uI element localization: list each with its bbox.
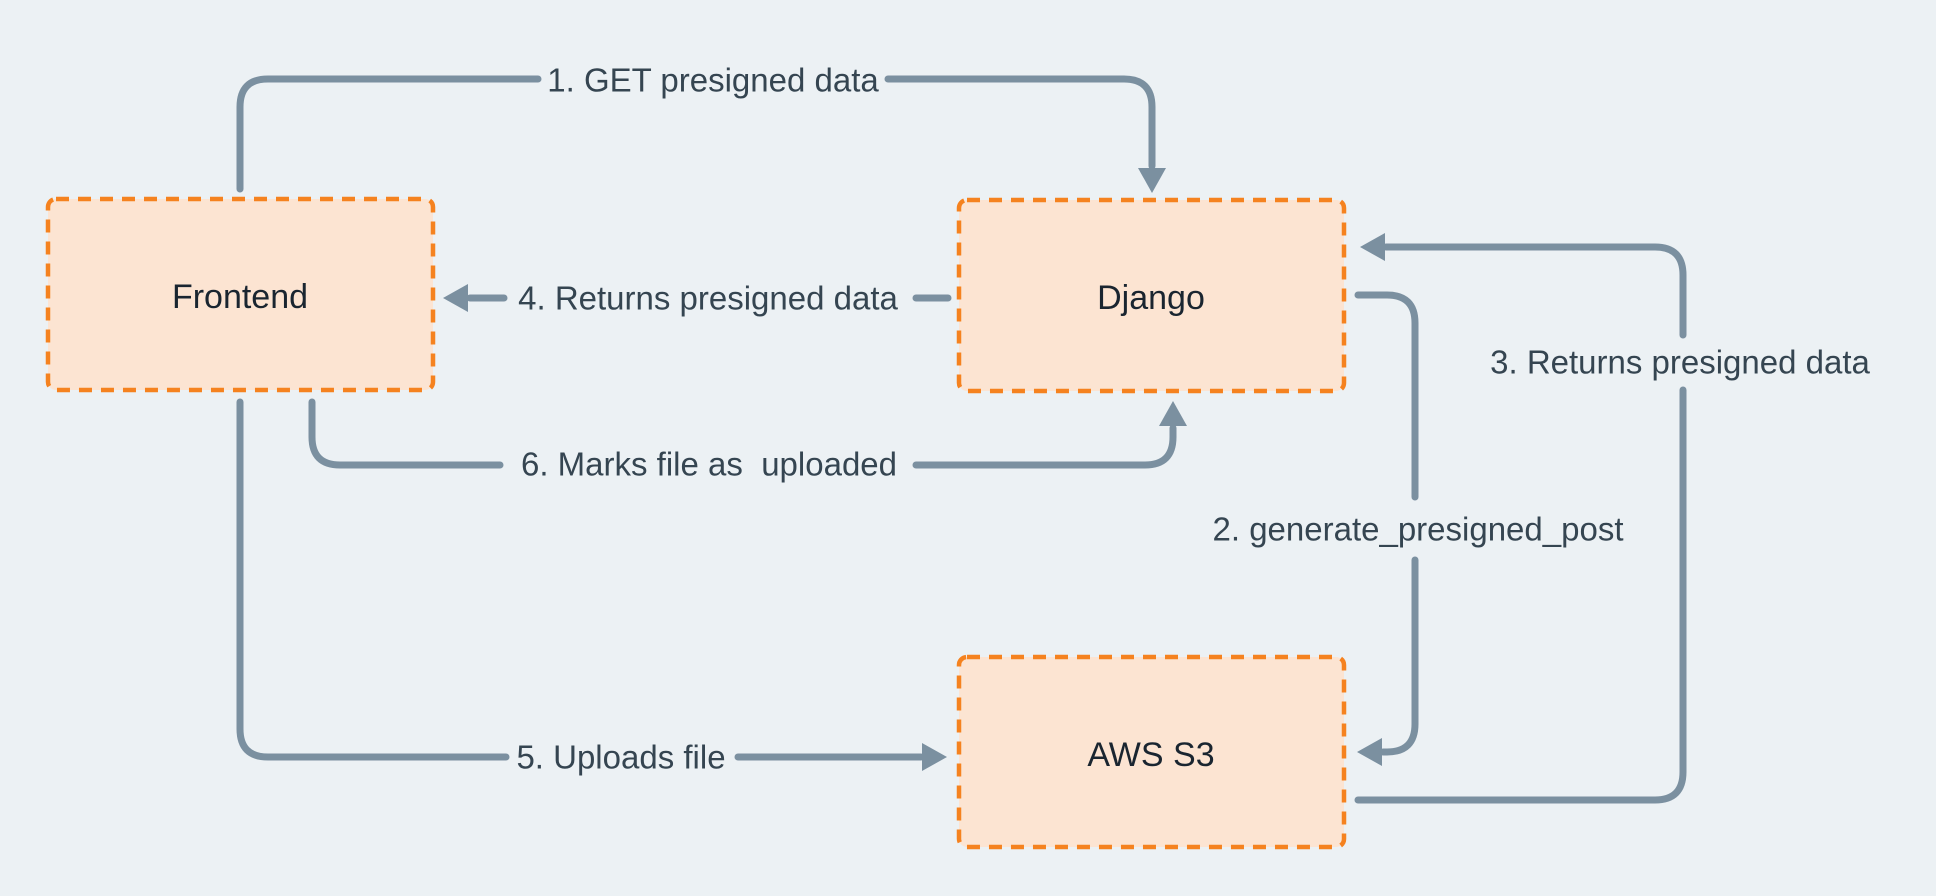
edge-2-label: 2. generate_presigned_post: [1213, 511, 1624, 548]
edge-6-label: 6. Marks file as uploaded: [521, 446, 897, 483]
edge-4-label: 4. Returns presigned data: [518, 280, 898, 317]
edge-4-arrowhead-icon: [443, 284, 468, 312]
node-aws-s3-label: AWS S3: [1087, 736, 1214, 774]
node-django-label: Django: [1097, 279, 1205, 317]
edge-2-line-end: [1379, 556, 1419, 756]
edge-3-line-end: [1382, 243, 1687, 339]
node-django-box: [956, 197, 1347, 394]
node-aws-s3-box: [956, 654, 1347, 850]
edge-2-line-start: [1354, 291, 1419, 501]
edge-3-label: 3. Returns presigned data: [1490, 344, 1870, 381]
edge-1-line-end: [884, 75, 1156, 170]
edge-1-line-start: [236, 75, 542, 193]
edge-1-arrowhead-icon: [1138, 168, 1166, 193]
edge-5-label: 5. Uploads file: [516, 739, 725, 776]
edge-3-arrowhead-icon: [1360, 233, 1385, 261]
node-frontend-box: [45, 196, 436, 393]
edge-5-arrowhead-icon: [922, 743, 947, 771]
edge-5-line-start: [236, 398, 510, 761]
edge-1-label: 1. GET presigned data: [547, 62, 879, 99]
edge-6-arrowhead-icon: [1159, 401, 1187, 426]
edge-6-line-start: [308, 398, 504, 469]
node-frontend-label: Frontend: [172, 278, 308, 316]
edge-2-arrowhead-icon: [1357, 738, 1382, 766]
edge-6-line-end: [912, 424, 1177, 469]
edge-3-line-start: [1354, 386, 1687, 804]
